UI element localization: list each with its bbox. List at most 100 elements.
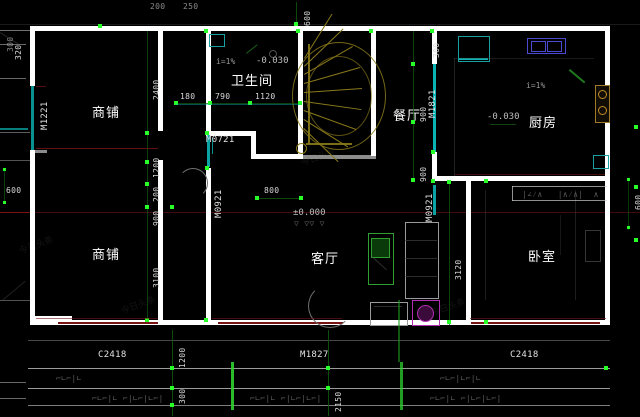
door-tag-m1821: M1821 xyxy=(428,89,438,118)
sofa-cushion-line xyxy=(405,276,437,277)
living-plant-leaf xyxy=(371,238,390,258)
dim-node xyxy=(145,182,149,186)
room-label-bathroom: 卫生间 xyxy=(231,74,274,89)
dim-node xyxy=(145,318,149,322)
dim-extension-bottom-b xyxy=(328,330,329,416)
kitchen-cabinet-line xyxy=(454,58,455,176)
dim-node xyxy=(299,196,303,200)
wall-node xyxy=(484,320,488,324)
door-leaf-m0921-right xyxy=(433,185,436,215)
door-leaf-m1821 xyxy=(433,64,436,154)
interior-wall-shop-upper xyxy=(158,26,163,131)
dim-extension-line-right xyxy=(413,31,414,181)
entry-door-arc xyxy=(308,284,352,328)
armchair-back-line xyxy=(374,306,402,307)
wall-node xyxy=(296,29,300,33)
window-tag-c2418-left: C2418 xyxy=(98,350,127,360)
room-label-shop-lower: 商铺 xyxy=(92,248,121,263)
interior-wall-shop-lower xyxy=(158,160,163,325)
dim-right-300: 300 xyxy=(432,42,441,58)
door-leaf-m1221 xyxy=(31,86,34,150)
dim-extension-line-top xyxy=(296,2,297,26)
dim-node xyxy=(170,386,174,390)
living-plant-pot xyxy=(368,233,394,285)
bathroom-wall-bottom-left xyxy=(206,131,256,136)
dim-node xyxy=(170,403,174,407)
bathroom-wall-left xyxy=(206,31,211,136)
dim-node xyxy=(326,386,330,390)
dim-node xyxy=(145,205,149,209)
living-armchair xyxy=(370,302,408,326)
edge-node xyxy=(634,185,638,189)
dim-node xyxy=(145,160,149,164)
wall-node xyxy=(431,179,435,183)
stove-burner xyxy=(598,90,607,99)
stair-newel-post xyxy=(296,143,307,154)
dim-extension-left-600 xyxy=(4,170,5,204)
dim-marker-green-upper xyxy=(398,300,400,362)
kitchen-floor-drain xyxy=(593,155,609,169)
exterior-wall-right xyxy=(605,26,610,325)
dim-band-line-1 xyxy=(28,368,610,369)
wall-node xyxy=(204,318,208,322)
wall-node xyxy=(431,150,435,154)
bedroom-nightstand xyxy=(585,230,601,262)
stairwell-wall-bottom xyxy=(303,155,376,159)
window-sill-left xyxy=(58,322,163,324)
dim-node xyxy=(3,201,6,204)
bathroom-wall-right-lower xyxy=(298,120,303,159)
bathroom-wall-door-jamb xyxy=(251,131,256,159)
annex-cyan-band xyxy=(0,128,28,130)
window-sill-mid xyxy=(218,322,343,324)
watermark: 今日头条 xyxy=(119,295,158,317)
dim-node xyxy=(326,366,330,370)
dim-node xyxy=(294,22,298,26)
axis-line-horizontal xyxy=(0,212,640,213)
door-tag-m1221: M1221 xyxy=(40,101,50,130)
bathroom-wall-bottom-right xyxy=(251,154,303,159)
cad-red-line xyxy=(36,86,46,87)
dim-inner-200: 200 xyxy=(152,186,161,202)
bedroom-detail-line xyxy=(485,190,486,300)
bathroom-level-symbol xyxy=(269,50,277,58)
bedroom-window-band-bottom xyxy=(512,200,607,201)
stair-stringer xyxy=(308,44,310,144)
wall-node xyxy=(205,131,209,135)
annex-line-low xyxy=(0,160,30,161)
living-side-table xyxy=(412,300,440,326)
annex-line-top xyxy=(0,30,30,31)
room-label-bedroom: 卧室 xyxy=(528,250,557,265)
cad-red-line xyxy=(212,318,342,319)
level-label-kitchen: -0.030 xyxy=(487,112,520,122)
dim-left-600: 600 xyxy=(6,186,22,195)
dim-node xyxy=(447,180,451,184)
grid-line-top xyxy=(0,24,640,25)
door-tag-m1827: M1827 xyxy=(300,350,329,360)
wall-node xyxy=(484,179,488,183)
dim-node xyxy=(627,178,630,181)
door-tag-m0921-right: M0921 xyxy=(425,193,435,222)
exterior-wall-top xyxy=(30,26,610,31)
dim-right-3120: 3120 xyxy=(454,259,463,280)
living-decor-flower xyxy=(417,305,434,322)
annex-line-mid xyxy=(0,132,30,133)
annex-diagonal-bottom xyxy=(2,280,26,301)
corner-box-line xyxy=(0,398,26,399)
dim-node xyxy=(255,196,259,200)
dim-node xyxy=(248,101,252,105)
dim-node xyxy=(447,320,451,324)
cad-red-line xyxy=(470,318,606,319)
dim-node xyxy=(170,366,174,370)
bedroom-window-band-top xyxy=(512,186,607,187)
sofa-cushion-line xyxy=(405,240,437,241)
dim-node xyxy=(627,226,630,229)
dim-node xyxy=(174,101,178,105)
annex-line-bottom xyxy=(0,300,30,301)
cad-red-line xyxy=(455,174,605,175)
wall-node xyxy=(98,24,102,28)
kitchen-level-underline xyxy=(490,124,516,125)
kitchen-wall-bottom xyxy=(452,176,605,181)
dim-left-320: 320 xyxy=(14,44,23,60)
cad-red-line xyxy=(36,148,158,149)
bedroom-window-band-left xyxy=(512,186,513,201)
